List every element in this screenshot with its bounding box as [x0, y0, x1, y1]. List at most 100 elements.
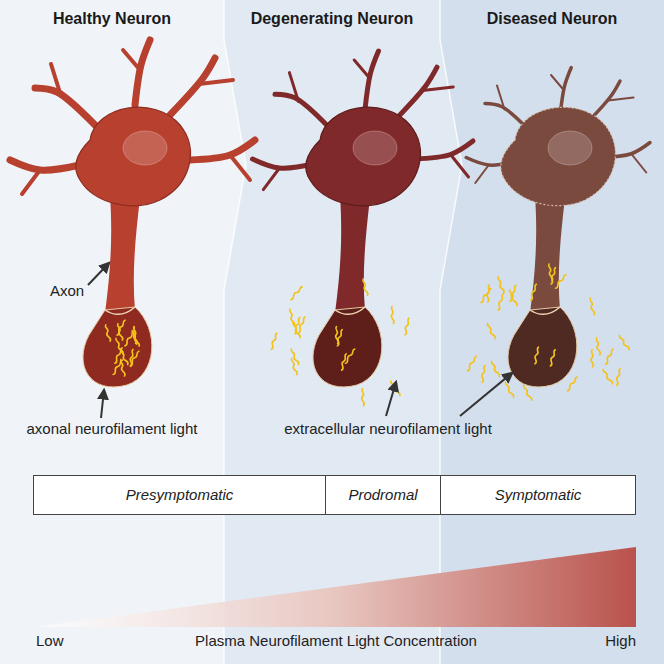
- axon: [105, 195, 140, 313]
- nucleus: [548, 131, 592, 165]
- neurofilament-squiggle: [497, 293, 504, 310]
- dendrite-branch: [289, 73, 298, 102]
- axon-terminal: [313, 307, 382, 387]
- dendrite: [10, 160, 80, 170]
- dendrite: [170, 58, 215, 115]
- dendrite-branch: [199, 80, 233, 84]
- dendrite: [35, 88, 95, 125]
- terminal-cap: [530, 307, 560, 314]
- leader-line: [386, 382, 396, 416]
- stage-panel: Healthy Neuron: [0, 0, 224, 664]
- neurofilament-squiggle: [288, 309, 295, 326]
- neurofilament-squiggle: [361, 279, 369, 296]
- chevron-edge: [224, 0, 246, 664]
- neurofilament-squiggle: [298, 316, 306, 333]
- part-label: axonal neurofilament light: [27, 420, 198, 438]
- neurofilament-squiggle: [290, 358, 299, 375]
- neurofilament-squiggle: [566, 376, 577, 392]
- neurofilament-squiggle: [486, 323, 497, 339]
- dendrite-branch: [51, 64, 61, 96]
- dendrite-branch: [263, 168, 279, 190]
- dendrite-branch: [230, 155, 250, 180]
- dendrite: [190, 140, 255, 160]
- phase-cell: Prodromal: [325, 475, 441, 515]
- dendrite-branch: [475, 165, 489, 183]
- cell-body: [501, 107, 616, 205]
- terminal-cap: [105, 307, 135, 314]
- neurofilament-squiggle: [496, 277, 505, 294]
- concentration-wedge: [35, 547, 636, 627]
- dendrite-branch: [631, 154, 646, 173]
- dendrite-branch: [497, 86, 505, 110]
- neurofilament-squiggle: [336, 329, 342, 346]
- neurofilament-squiggle: [490, 361, 501, 377]
- neurofilament-squiggle: [116, 319, 125, 336]
- neurofilament-squiggle: [344, 348, 355, 364]
- neurofilament-squiggle: [132, 326, 137, 343]
- leader-line: [101, 390, 104, 418]
- dendrite-branch: [123, 50, 140, 70]
- dendrite-branch: [551, 75, 564, 90]
- chevron-edge: [440, 0, 462, 664]
- panel-heading: Healthy Neuron: [0, 0, 224, 29]
- phase-cell: Symptomatic: [440, 475, 636, 515]
- neurofilament-squiggle: [530, 284, 537, 301]
- neurofilament-squiggle: [104, 325, 112, 342]
- neurofilament-squiggle: [129, 349, 133, 366]
- neurofilament-squiggle: [340, 353, 346, 370]
- stage-panel: Degenerating Neuron: [224, 0, 440, 664]
- axon-terminal: [83, 307, 152, 387]
- neurofilament-squiggle: [547, 264, 554, 281]
- neurofilament-squiggle: [466, 355, 476, 371]
- axon-terminal: [508, 307, 577, 387]
- neuron: [466, 68, 650, 401]
- dendrite: [365, 51, 379, 110]
- neurofilament-squiggle: [522, 385, 533, 401]
- neurofilament-squiggle: [595, 338, 602, 355]
- neurofilament-squiggle: [119, 359, 126, 376]
- cell-body: [76, 107, 191, 205]
- neurofilament-squiggle: [588, 298, 595, 315]
- dendrite: [135, 40, 150, 105]
- neurofilament-squiggle: [404, 318, 409, 335]
- neurofilament-squiggle: [616, 368, 621, 385]
- neurofilament-squiggle: [290, 286, 303, 301]
- neurofilament-squiggle: [390, 306, 395, 323]
- neurofilament-squiggle: [605, 348, 614, 365]
- neurofilament-squiggle: [590, 350, 594, 367]
- neurofilament-squiggle: [554, 274, 566, 290]
- neuron: [10, 40, 255, 387]
- neurofilament-squiggle: [549, 349, 555, 366]
- dendrite-branch: [22, 170, 40, 194]
- phase-label: Prodromal: [348, 486, 417, 504]
- axis-title: Plasma Neurofilament Light Concentration: [195, 632, 477, 650]
- part-label: extracellular neurofilament light: [284, 420, 492, 438]
- phase-label: Presymptomatic: [126, 486, 234, 504]
- neurofilament-squiggle: [270, 333, 277, 350]
- neurofilament-squiggle: [534, 347, 539, 364]
- nucleus: [353, 131, 397, 165]
- neurofilament-squiggle: [509, 285, 516, 302]
- neurofilament-squiggle: [481, 365, 485, 382]
- panel-ground: [0, 0, 246, 664]
- leader-line: [88, 263, 109, 285]
- dendrite: [275, 94, 329, 127]
- neurofilament-squiggle: [116, 324, 124, 341]
- leader-line: [460, 373, 512, 416]
- phase-label: Symptomatic: [495, 486, 582, 504]
- neurofilament-squiggle: [360, 389, 364, 406]
- panel-ground: [0, 0, 462, 664]
- neurofilament-squiggle: [601, 369, 613, 384]
- dendrite-branch: [354, 60, 369, 78]
- nucleus: [123, 131, 167, 165]
- dendrite-branch: [608, 98, 634, 101]
- neurofilament-squiggle: [618, 335, 630, 350]
- dendrite-branch: [423, 87, 454, 91]
- axon: [335, 195, 370, 313]
- neurofilament-squiggle: [289, 349, 299, 365]
- cell-body: [306, 107, 421, 205]
- dendrite: [397, 67, 438, 118]
- phase-cell: Presymptomatic: [33, 475, 326, 515]
